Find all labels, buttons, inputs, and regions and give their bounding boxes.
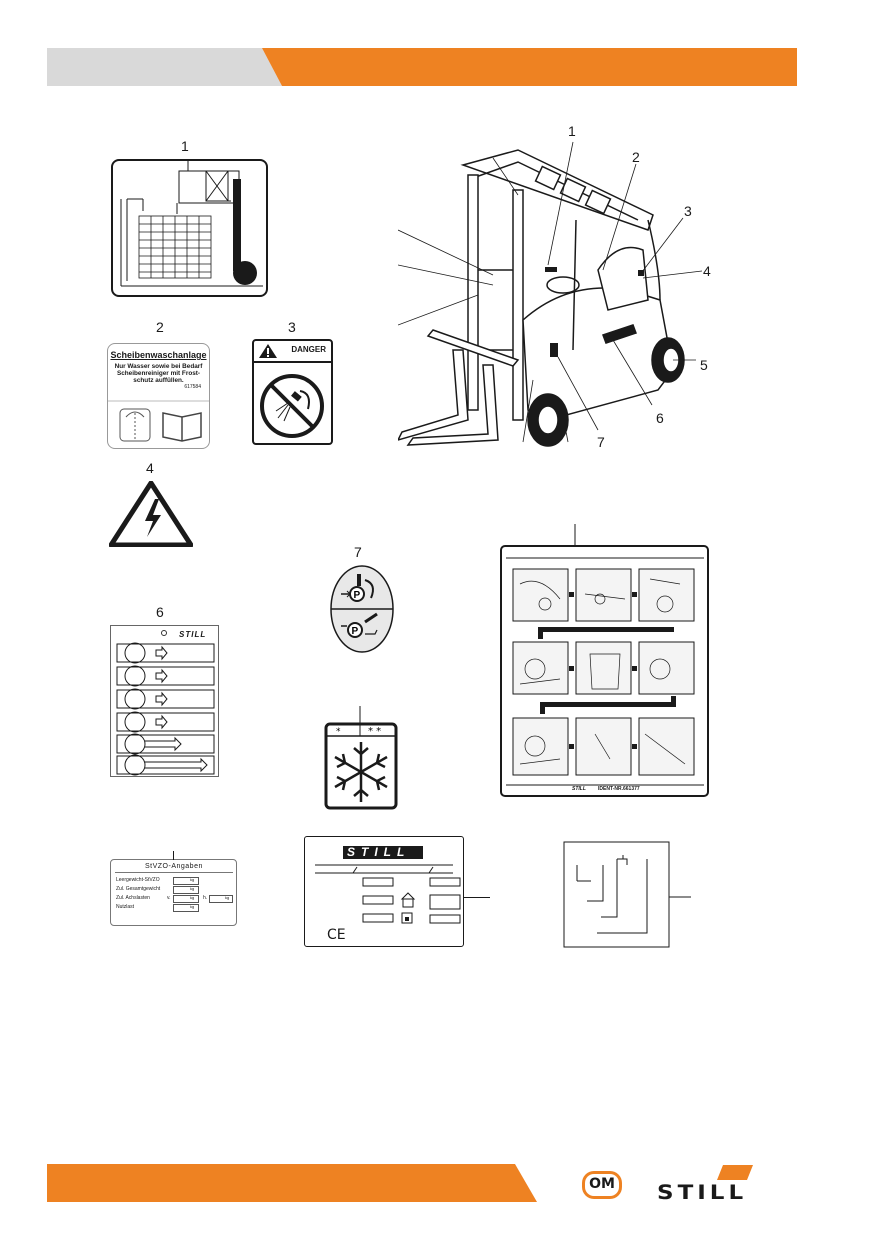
parking-brake-label: P P bbox=[330, 565, 394, 653]
high-voltage-icon bbox=[109, 481, 193, 547]
panel-brand: STILL bbox=[179, 630, 207, 639]
panel-rows bbox=[116, 642, 215, 776]
washer-line-1: Nur Wasser sowie bei Bedarf bbox=[114, 363, 203, 370]
still-logo-stripe bbox=[717, 1165, 753, 1180]
type-plate: STILL CE bbox=[304, 836, 464, 947]
label-2-number: 2 bbox=[156, 319, 164, 335]
stvzo-unit-4: kg bbox=[225, 895, 230, 900]
footer-bar-graphic bbox=[47, 1164, 537, 1202]
callout-1: 1 bbox=[568, 123, 576, 139]
towing-brand: STILL bbox=[572, 786, 586, 792]
washer-line-3: schutz auffüllen. bbox=[133, 377, 184, 384]
header-bar-graphic bbox=[47, 48, 797, 86]
label-3-number: 3 bbox=[288, 319, 296, 335]
om-logo: OM bbox=[581, 1170, 623, 1200]
stvzo-row-4: Nutzlast bbox=[116, 904, 135, 910]
washer-icons bbox=[108, 400, 209, 442]
label-1-capacity-chart bbox=[111, 159, 268, 297]
no-spray-icon bbox=[260, 374, 324, 438]
label-7-number: 7 bbox=[354, 544, 362, 560]
footer-bar bbox=[47, 1164, 537, 1202]
frost-label: * * * bbox=[324, 706, 398, 810]
stvzo-unit-1: kg bbox=[190, 877, 195, 882]
label-4-number: 4 bbox=[146, 460, 154, 476]
svg-text:P: P bbox=[352, 626, 359, 637]
stvzo-row-3: Zul. Achslasten bbox=[116, 895, 150, 901]
callout-2: 2 bbox=[632, 149, 640, 165]
om-logo-shape bbox=[582, 1171, 622, 1199]
danger-heading: DANGER bbox=[291, 345, 326, 354]
still-logo: STILL bbox=[657, 1163, 797, 1205]
callout-7: 7 bbox=[597, 434, 605, 450]
label-1-number: 1 bbox=[181, 138, 189, 154]
stvzo-unit-3: kg bbox=[190, 895, 195, 900]
callout-5: 5 bbox=[700, 357, 708, 373]
label-6-switch-panel: STILL bbox=[110, 625, 219, 777]
callout-6: 6 bbox=[656, 410, 664, 426]
capacity-chart-graphic bbox=[120, 161, 263, 287]
stvzo-label: StVZO-Angaben Leergewicht-StVZO Zul. Ges… bbox=[110, 851, 237, 926]
stvzo-unit-2: kg bbox=[190, 886, 195, 891]
washer-code: 617584 bbox=[184, 384, 201, 390]
svg-text:* *: * * bbox=[368, 726, 381, 737]
svg-text:*: * bbox=[336, 727, 341, 737]
stvzo-row-3-v: v. bbox=[167, 895, 171, 901]
washer-line-2: Scheibenreiniger mit Frost- bbox=[116, 370, 201, 377]
washer-title: Scheibenwaschanlage bbox=[110, 350, 207, 360]
om-logo-text: OM bbox=[589, 1176, 615, 1192]
callout-3: 3 bbox=[684, 203, 692, 219]
type-plate-graphic bbox=[315, 846, 461, 924]
forklift-illustration bbox=[398, 141, 703, 447]
callout-4: 4 bbox=[703, 263, 711, 279]
stvzo-row-3-h: h. bbox=[203, 895, 208, 901]
still-logo-text: STILL bbox=[657, 1181, 748, 1205]
chassis-plate bbox=[563, 841, 691, 948]
label-3-danger: DANGER bbox=[252, 339, 333, 445]
type-plate-brand: STILL bbox=[347, 845, 411, 859]
svg-text:P: P bbox=[354, 590, 361, 601]
stvzo-row-2: Zul. Gesamtgewicht bbox=[116, 886, 161, 892]
header-bar bbox=[47, 48, 797, 86]
stvzo-unit-5: kg bbox=[190, 904, 195, 909]
stvzo-row-1: Leergewicht-StVZO bbox=[116, 877, 160, 883]
stvzo-title: StVZO-Angaben bbox=[145, 863, 203, 870]
towing-instruction-label bbox=[500, 524, 709, 797]
type-plate-leader bbox=[464, 897, 490, 898]
ce-mark: CE bbox=[327, 927, 346, 943]
warning-triangle-icon bbox=[259, 344, 277, 358]
towing-ident: IDENT-NR.661377 bbox=[598, 786, 640, 792]
label-6-number: 6 bbox=[156, 604, 164, 620]
label-2-washer: Scheibenwaschanlage Nur Wasser sowie bei… bbox=[107, 343, 210, 449]
